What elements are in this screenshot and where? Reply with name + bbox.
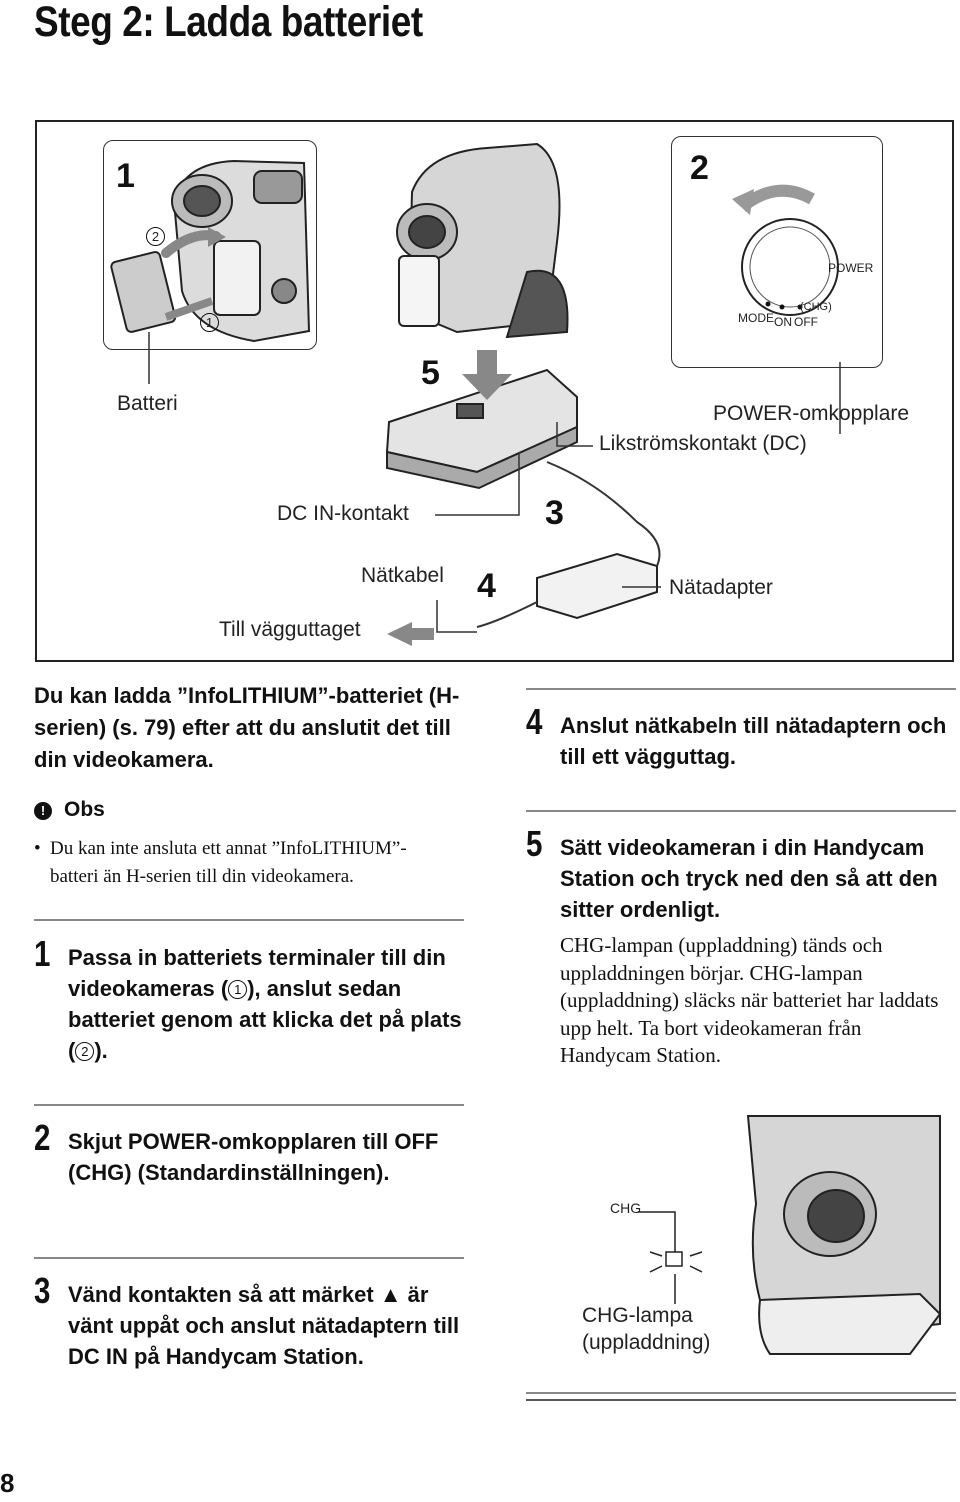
figure-step-4: 4 bbox=[477, 567, 496, 605]
rule-step-2 bbox=[34, 1104, 464, 1106]
note-heading: !Obs bbox=[34, 798, 105, 822]
panel-2-number: 2 bbox=[690, 149, 709, 187]
figure-step-5: 5 bbox=[421, 354, 440, 392]
chg-small-label: (CHG) bbox=[800, 301, 832, 313]
rule-step-1 bbox=[34, 919, 464, 921]
label-till-vagguttaget: Till vägguttaget bbox=[219, 618, 361, 641]
figure-step-3: 3 bbox=[545, 494, 564, 532]
rule-step-5 bbox=[526, 810, 956, 812]
page-title: Steg 2: Ladda batteriet bbox=[34, 0, 423, 46]
off-label: OFF bbox=[794, 315, 818, 329]
circle-1-ref: 1 bbox=[228, 980, 248, 999]
page-number: 8 bbox=[0, 1468, 15, 1498]
panel-attach-battery: 1 2 1 bbox=[103, 140, 317, 350]
rule-step-4 bbox=[526, 688, 956, 690]
charging-illustration: 1 2 1 2 bbox=[35, 120, 954, 662]
circle-2-marker: 2 bbox=[146, 227, 165, 246]
handycam-station-drawing bbox=[148, 142, 841, 646]
intro-text: Du kan ladda ”InfoLITHIUM”-batteriet (H-… bbox=[34, 683, 460, 772]
panel-1-number: 1 bbox=[116, 157, 135, 195]
rule-step-3 bbox=[34, 1257, 464, 1259]
chg-lampa-label: CHG-lampa (uppladdning) bbox=[582, 1304, 711, 1354]
circle-2-ref: 2 bbox=[75, 1042, 95, 1061]
note-body: •Du kan inte ansluta ett annat ”InfoLITH… bbox=[34, 838, 407, 887]
power-switch-drawing bbox=[732, 184, 839, 316]
chg-label: CHG bbox=[610, 1200, 642, 1216]
panel-power-switch: 2 POWER MODE ON OFF (CHG) bbox=[671, 136, 883, 368]
mode-label: MODE bbox=[738, 311, 774, 325]
on-label: ON bbox=[774, 315, 792, 329]
label-natkabel: Nätkabel bbox=[361, 564, 444, 587]
step-5-body: CHG-lampan (uppladdning) tänds och uppla… bbox=[560, 933, 939, 1067]
label-dc-in-kontakt: DC IN-kontakt bbox=[277, 502, 409, 525]
power-label: POWER bbox=[828, 261, 874, 275]
label-power-omkopplare: POWER-omkopplare bbox=[713, 402, 910, 425]
label-likstromskontakt: Likströmskontakt (DC) bbox=[599, 432, 807, 455]
circle-1-marker: 1 bbox=[200, 313, 219, 332]
label-batteri: Batteri bbox=[117, 392, 178, 415]
camera-side-drawing bbox=[110, 159, 311, 343]
chg-lamp-drawing bbox=[526, 1115, 956, 1401]
note-icon: ! bbox=[34, 802, 52, 820]
rule-bottom bbox=[526, 1392, 956, 1394]
label-natadapter: Nätadapter bbox=[669, 576, 773, 599]
